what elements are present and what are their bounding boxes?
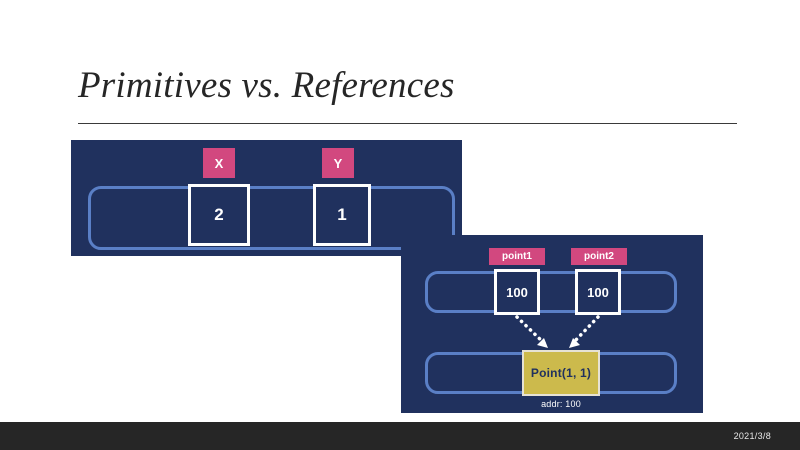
reference-cell-point2: 100	[575, 269, 621, 315]
memory-cell-y: 1	[313, 184, 371, 246]
arrow-head-point2	[569, 338, 580, 348]
references-panel: point1 point2 100 100 Point(1, 1) addr: …	[401, 235, 703, 413]
variable-badge-point2: point2	[571, 248, 627, 265]
footer-date: 2021/3/8	[733, 431, 771, 441]
variable-badge-point1-label: point1	[502, 251, 532, 262]
references-stack-row	[425, 271, 677, 313]
heap-object-point: Point(1, 1)	[522, 350, 600, 396]
heap-object-point-value: Point(1, 1)	[530, 366, 592, 380]
page-title: Primitives vs. References	[78, 65, 455, 106]
primitives-memory-row	[88, 186, 455, 250]
heap-object-address-caption: addr: 100	[541, 399, 581, 409]
reference-cell-point1: 100	[494, 269, 540, 315]
reference-cell-point1-value: 100	[506, 284, 528, 300]
variable-badge-point2-label: point2	[584, 251, 614, 262]
title-divider	[78, 123, 737, 125]
memory-cell-x-value: 2	[214, 205, 224, 224]
arrow-head-point1	[537, 338, 548, 348]
memory-cell-y-value: 1	[337, 205, 347, 224]
variable-badge-x-label: X	[214, 155, 224, 171]
variable-badge-y: Y	[322, 148, 354, 178]
arrow-line-point1	[515, 315, 546, 345]
arrow-line-point2	[571, 315, 600, 345]
variable-badge-y-label: Y	[333, 155, 343, 171]
variable-badge-x: X	[203, 148, 235, 178]
primitives-panel: X Y 2 1	[71, 140, 462, 256]
footer-bar: 2021/3/8	[0, 422, 800, 450]
memory-cell-x: 2	[188, 184, 250, 246]
variable-badge-point1: point1	[489, 248, 545, 265]
reference-cell-point2-value: 100	[587, 284, 609, 300]
